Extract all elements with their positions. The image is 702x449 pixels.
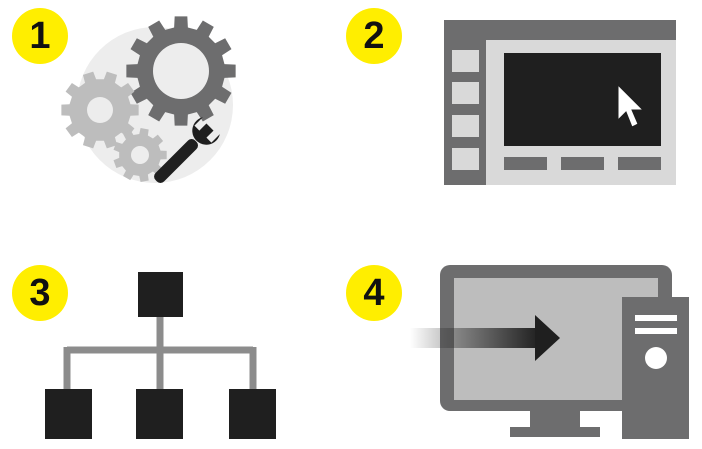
sidebar-tile [452, 50, 479, 72]
gear-hole [87, 97, 113, 123]
computer-transfer-icon [410, 265, 692, 443]
arrow-right-icon [410, 315, 560, 361]
tree-root-node [138, 272, 183, 317]
step-badge-4: 4 [346, 265, 402, 321]
tower-power-button [645, 347, 667, 369]
sidebar-tile [452, 82, 479, 104]
wrench-head [192, 117, 220, 145]
tree-connectors [63, 312, 257, 392]
tower-icon [622, 297, 689, 439]
window-button [504, 157, 547, 170]
large-gear-icon [126, 16, 236, 126]
cursor-icon [617, 83, 645, 128]
sidebar-tile [452, 115, 479, 137]
arrow-head [535, 315, 560, 361]
step-number: 2 [363, 15, 385, 57]
step-number: 4 [363, 272, 385, 314]
window-titlebar [444, 20, 676, 40]
application-window-icon [444, 20, 676, 185]
tower-slot [635, 328, 677, 334]
monitor-base [510, 427, 600, 437]
step-badge-3: 3 [12, 265, 68, 321]
gears-wrench-icon [55, 5, 245, 195]
step-number: 3 [29, 272, 51, 314]
step-badge-1: 1 [12, 8, 68, 64]
tree-child-node [229, 389, 276, 439]
tower-slot [635, 315, 677, 321]
gear-hole [131, 146, 149, 164]
step-number: 1 [29, 15, 51, 57]
gear-hole [153, 43, 209, 99]
window-button [561, 157, 604, 170]
step-badge-2: 2 [346, 8, 402, 64]
sidebar-tile [452, 148, 479, 170]
wrench-handle [154, 139, 198, 183]
hierarchy-tree-icon [40, 272, 280, 442]
tree-child-node [45, 389, 92, 439]
window-button [618, 157, 661, 170]
wrench-icon [154, 117, 220, 183]
window-screen [504, 53, 661, 146]
tree-child-node [136, 389, 183, 439]
arrow-shaft [410, 328, 540, 348]
monitor-neck [530, 411, 580, 429]
small-gear-icon [113, 128, 167, 182]
medium-gear-icon [61, 71, 139, 149]
